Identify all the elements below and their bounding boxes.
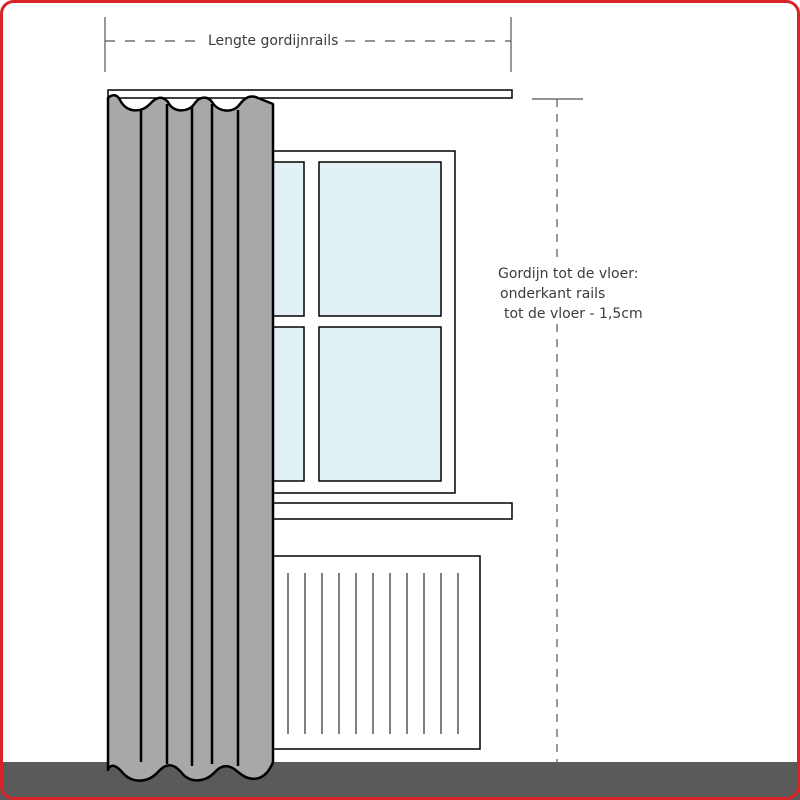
window-pane xyxy=(271,161,305,317)
window xyxy=(259,150,456,494)
window-sill xyxy=(261,502,513,520)
curtain-rail xyxy=(107,89,513,99)
window-pane xyxy=(318,161,442,317)
floor-note-line-1: Gordijn tot de vloer: xyxy=(498,266,639,282)
radiator-body xyxy=(269,555,481,750)
curtain-body xyxy=(106,94,275,782)
floor-note-line-2: onderkant rails xyxy=(500,286,606,302)
curtain xyxy=(106,94,275,782)
rail-length-label: Lengte gordijnrails xyxy=(203,31,344,51)
window-pane xyxy=(318,326,442,482)
radiator-fins xyxy=(287,573,459,734)
radiator xyxy=(269,555,481,750)
floor-note-line-3: tot de vloer - 1,5cm xyxy=(504,306,643,322)
floor-note-label: Gordijn tot de vloer: onderkant rails to… xyxy=(498,264,643,324)
window-pane xyxy=(271,326,305,482)
height-dimension xyxy=(532,98,583,762)
